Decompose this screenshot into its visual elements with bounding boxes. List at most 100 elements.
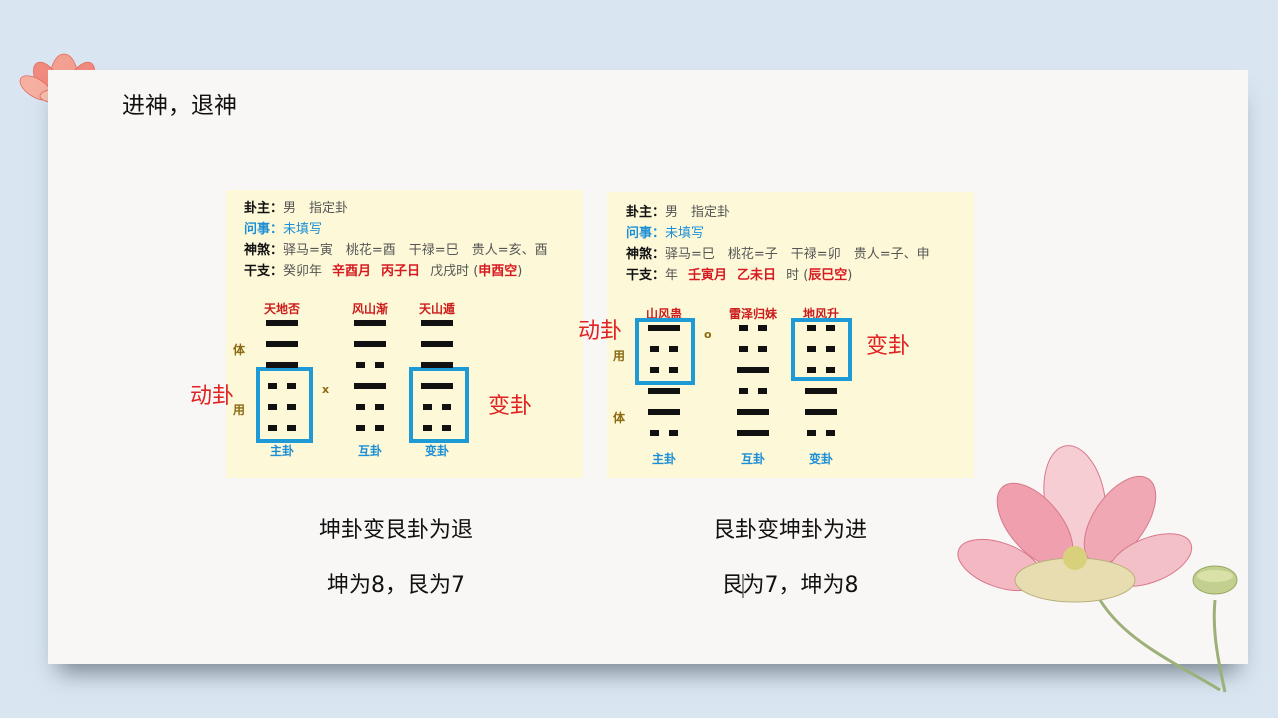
left-hex-name-main: 天地否 <box>263 302 301 316</box>
left-gua-owner-value: 男 指定卦 <box>283 201 349 216</box>
right-divination-panel: 卦主：男 指定卦 问事：未填写 神煞：驿马=巳 桃花=子 干禄=卯 贵人=子、申… <box>607 192 974 478</box>
right-shensha-value: 驿马=巳 桃花=子 干禄=卯 贵人=子、申 <box>665 247 930 262</box>
left-hexagram-main-line-3-yin <box>266 383 298 389</box>
left-ganzhi-year: 癸卯年 <box>283 264 323 279</box>
left-hex-name-mutual: 风山渐 <box>351 302 389 316</box>
right-gua-owner-value: 男 指定卦 <box>665 205 731 220</box>
right-foot-main: 主卦 <box>651 452 677 466</box>
right-moving-gua-label: 动卦 <box>578 319 623 344</box>
left-ganzhi-close: ) <box>517 264 523 279</box>
left-hexagram-mutual-line-5-yang <box>354 341 386 347</box>
left-caption-numbers: 坤为8，艮为7 <box>327 573 465 598</box>
right-caption-advance: 艮卦变坤卦为进 <box>712 518 868 543</box>
right-moving-mark: o <box>704 328 712 341</box>
right-hexagram-main-line-4-yin <box>648 367 680 373</box>
right-label-gua-owner: 卦主： <box>626 205 666 220</box>
left-hexagram-main-line-5-yang <box>266 341 298 347</box>
left-hexagram-main-line-1-yin <box>266 425 298 431</box>
left-label-shensha: 神煞： <box>244 243 284 258</box>
right-hexagram-main-line-1-yin <box>648 430 680 436</box>
left-ganzhi-void: 申酉空 <box>478 264 518 279</box>
left-hexagram-mutual-line-4-yin <box>354 362 386 368</box>
right-foot-mutual: 互卦 <box>740 452 766 466</box>
left-hexagram-changed-line-5-yang <box>421 341 453 347</box>
right-hexagram-changed-line-6-yin <box>805 325 837 331</box>
right-hex-name-changed: 地风升 <box>802 307 840 321</box>
right-hexagram-changed-line-2-yang <box>805 409 837 415</box>
right-foot-changed: 变卦 <box>808 452 834 466</box>
left-shensha-value: 驿马=寅 桃花=酉 干禄=巳 贵人=亥、酉 <box>283 243 548 258</box>
right-moving-gua-highlight <box>635 318 695 385</box>
left-ganzhi-hour: 戊戌时 ( <box>430 264 479 279</box>
left-hexagram-mutual-line-3-yang <box>354 383 386 389</box>
right-hexagram-changed-line-3-yang <box>805 388 837 394</box>
left-hexagram-changed-line-2-yin <box>421 404 453 410</box>
left-caption-retreat: 坤卦变艮卦为退 <box>318 518 474 543</box>
left-side-label-ti: 体 <box>233 343 246 357</box>
left-hex-name-changed: 天山遁 <box>418 302 456 316</box>
right-ganzhi-day: 乙未日 <box>737 268 777 283</box>
left-moving-gua-highlight <box>256 367 313 443</box>
left-label-question: 问事： <box>244 222 284 237</box>
right-label-shensha: 神煞： <box>626 247 666 262</box>
left-info-block: 卦主：男 指定卦 问事：未填写 神煞：驿马=寅 桃花=酉 干禄=巳 贵人=亥、酉… <box>244 198 548 282</box>
right-changed-gua-highlight <box>791 318 852 381</box>
right-side-label-yong: 用 <box>613 349 626 363</box>
right-hexagram-main-line-3-yang <box>648 388 680 394</box>
left-label-ganzhi: 干支： <box>244 264 284 279</box>
right-ganzhi-void: 辰巳空 <box>808 268 848 283</box>
right-hexagram-main-line-5-yin <box>648 346 680 352</box>
lotus-bottom-right-image <box>957 445 1238 693</box>
left-label-gua-owner: 卦主： <box>244 201 284 216</box>
right-label-ganzhi: 干支： <box>626 268 666 283</box>
right-hexagram-mutual-line-1-yang <box>737 430 769 436</box>
right-hexagram-main-line-6-yang <box>648 325 680 331</box>
left-divination-panel: 卦主：男 指定卦 问事：未填写 神煞：驿马=寅 桃花=酉 干禄=巳 贵人=亥、酉… <box>226 190 583 478</box>
left-question-value: 未填写 <box>283 222 323 237</box>
right-side-label-ti: 体 <box>613 411 626 425</box>
left-side-label-yong: 用 <box>233 403 246 417</box>
right-caption-numbers: 艮为7，坤为8 <box>721 567 859 599</box>
right-ganzhi-year: 年 <box>665 268 679 283</box>
right-caption-numbers-b: 为7，坤为8 <box>742 573 859 598</box>
left-hexagram-main-line-2-yin <box>266 404 298 410</box>
right-hexagram-mutual-line-6-yin <box>737 325 769 331</box>
left-changed-gua-highlight <box>409 367 469 443</box>
left-ganzhi-month: 辛酉月 <box>332 264 372 279</box>
right-hexagram-changed-line-1-yin <box>805 430 837 436</box>
right-ganzhi-hour: 时 ( <box>786 268 809 283</box>
left-foot-main: 主卦 <box>269 444 295 458</box>
right-info-block: 卦主：男 指定卦 问事：未填写 神煞：驿马=巳 桃花=子 干禄=卯 贵人=子、申… <box>626 202 930 286</box>
left-hexagram-changed-line-1-yin <box>421 425 453 431</box>
right-hexagram-main-line-2-yang <box>648 409 680 415</box>
left-hexagram-changed-line-3-yang <box>421 383 453 389</box>
right-ganzhi-month: 壬寅月 <box>688 268 728 283</box>
right-hexagram-mutual-line-3-yin <box>737 388 769 394</box>
left-hexagram-main-line-4-yang <box>266 362 298 368</box>
right-hexagram-mutual-line-4-yang <box>737 367 769 373</box>
left-hexagram-changed-line-4-yang <box>421 362 453 368</box>
left-foot-mutual: 互卦 <box>357 444 383 458</box>
right-changed-gua-label: 变卦 <box>866 334 911 359</box>
right-label-question: 问事： <box>626 226 666 241</box>
left-hexagram-changed-line-6-yang <box>421 320 453 326</box>
slide-title: 进神，退神 <box>122 93 237 119</box>
left-hexagram-main-line-6-yang <box>266 320 298 326</box>
left-moving-mark: x <box>322 383 330 396</box>
text-cursor <box>742 574 744 598</box>
right-hex-name-mutual: 雷泽归妹 <box>728 307 778 321</box>
left-hexagram-mutual-line-1-yin <box>354 425 386 431</box>
right-hexagram-mutual-line-5-yin <box>737 346 769 352</box>
left-ganzhi-day: 丙子日 <box>381 264 421 279</box>
right-hexagram-changed-line-4-yin <box>805 367 837 373</box>
left-changed-gua-label: 变卦 <box>488 394 533 419</box>
left-hexagram-mutual-line-2-yin <box>354 404 386 410</box>
right-caption-numbers-a: 艮 <box>721 573 744 598</box>
left-foot-changed: 变卦 <box>424 444 450 458</box>
right-question-value: 未填写 <box>665 226 705 241</box>
right-hexagram-mutual-line-2-yang <box>737 409 769 415</box>
right-hexagram-changed-line-5-yin <box>805 346 837 352</box>
left-moving-gua-label: 动卦 <box>190 384 235 409</box>
left-hexagram-mutual-line-6-yang <box>354 320 386 326</box>
right-hex-name-main: 山风蛊 <box>645 307 683 321</box>
